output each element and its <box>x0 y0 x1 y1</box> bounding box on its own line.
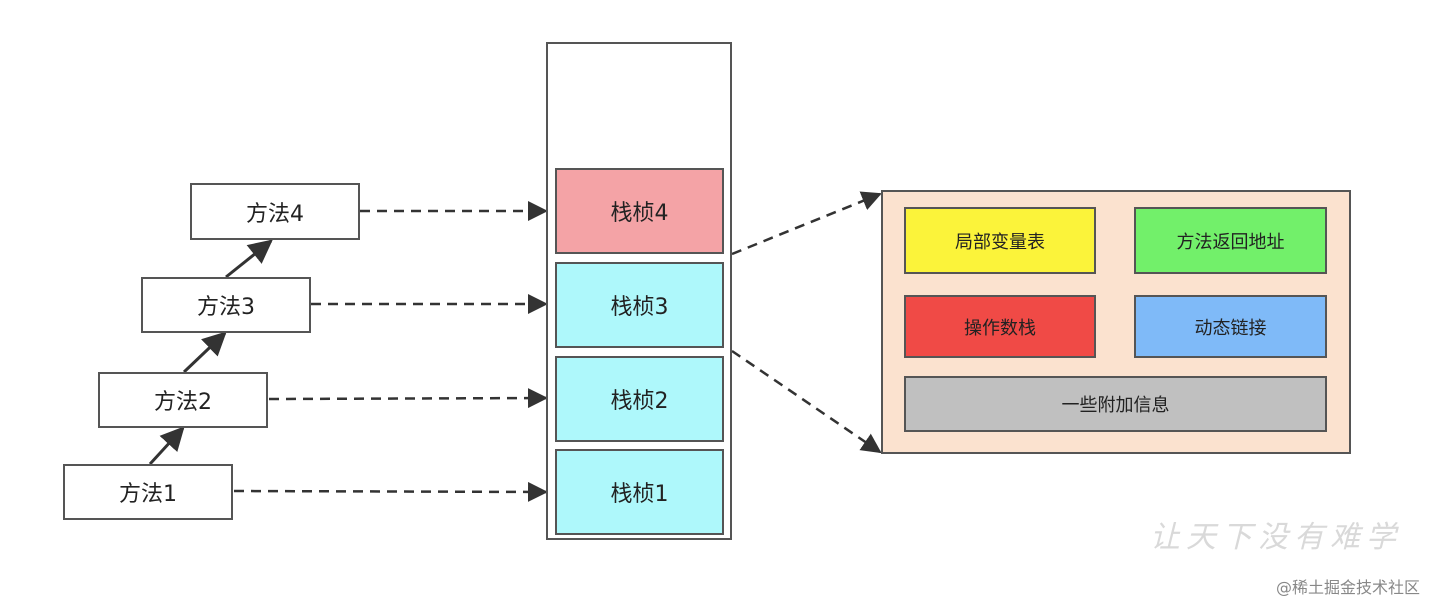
map-arrow-method1-frame1 <box>233 481 548 502</box>
additional-info-cell: 一些附加信息 <box>904 376 1327 432</box>
return-address-cell: 方法返回地址 <box>1134 207 1327 274</box>
cell-label: 方法返回地址 <box>1176 231 1285 253</box>
frame-label: 栈桢2 <box>610 389 669 414</box>
method-box-4: 方法4 <box>190 183 360 240</box>
method-box-3: 方法3 <box>141 277 311 333</box>
method-box-1: 方法1 <box>63 464 233 520</box>
method-label: 方法3 <box>197 295 255 320</box>
credit-text: @稀土掘金技术社区 <box>1276 578 1421 597</box>
stack-frame-4: 栈桢4 <box>555 168 724 254</box>
stack-frame-2: 栈桢2 <box>555 356 724 442</box>
expand-arrow-bottom <box>731 349 882 454</box>
map-arrow-method2-frame2 <box>268 388 548 409</box>
watermark-text: 让天下没有难学 <box>1150 520 1402 555</box>
frame-label: 栈桢1 <box>610 482 669 507</box>
local-variable-table-cell: 局部变量表 <box>904 207 1096 274</box>
method-box-2: 方法2 <box>98 372 268 428</box>
cell-label: 局部变量表 <box>955 231 1045 253</box>
frame-label: 栈桢3 <box>610 295 669 320</box>
method-label: 方法4 <box>246 201 304 227</box>
expand-arrow-top <box>731 191 882 256</box>
dynamic-linking-cell: 动态链接 <box>1134 295 1327 358</box>
cell-label: 一些附加信息 <box>1061 395 1170 416</box>
method-label: 方法2 <box>154 390 212 415</box>
operand-stack-cell: 操作数栈 <box>904 295 1096 358</box>
call-arrow-3-4 <box>225 239 273 279</box>
cell-label: 动态链接 <box>1194 317 1267 339</box>
call-arrow-2-3 <box>182 331 227 374</box>
stack-frame-1: 栈桢1 <box>555 449 724 535</box>
stack-frame-3: 栈桢3 <box>555 262 724 348</box>
cell-label: 操作数栈 <box>964 317 1036 339</box>
call-arrow-1-2 <box>148 426 185 466</box>
frame-label: 栈桢4 <box>610 201 669 226</box>
method-label: 方法1 <box>119 482 177 507</box>
